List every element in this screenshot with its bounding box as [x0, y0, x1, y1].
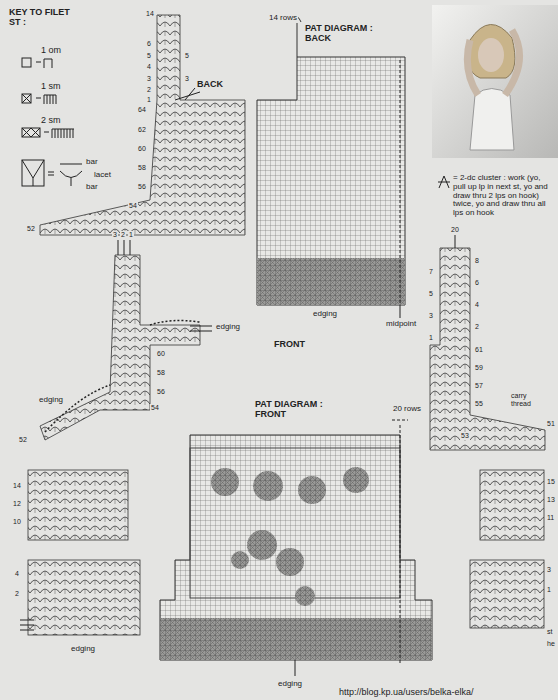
row-number: 61 — [474, 346, 484, 354]
row-count: 14 rows — [268, 14, 298, 23]
row-number: 7 — [428, 268, 434, 276]
edging-label: edging — [215, 323, 241, 332]
row-number: 10 — [12, 518, 22, 526]
row-number: 20 — [450, 226, 460, 234]
row-number: 64 — [137, 106, 147, 114]
row-number: 4 — [474, 301, 480, 309]
row-number: 2 — [474, 323, 480, 331]
row-number: 1 — [128, 231, 134, 239]
edging-label: edging — [312, 310, 338, 319]
row-number: 5 — [146, 52, 152, 60]
edging-label: edging — [38, 396, 64, 405]
row-number: 51 — [546, 420, 556, 428]
row-number: 53 — [460, 432, 470, 440]
midpoint-label: midpoint — [385, 320, 417, 329]
key-text: lacet — [93, 171, 112, 180]
row-number: 1 — [546, 586, 552, 594]
row-number: 3 — [546, 566, 552, 574]
row-number: 1 — [428, 334, 434, 342]
row-number: 55 — [474, 400, 484, 408]
note: he — [546, 640, 556, 648]
row-number: 54 — [150, 404, 160, 412]
row-number: 15 — [546, 478, 556, 486]
row-number: 4 — [14, 570, 20, 578]
watermark: http://blog.kp.ua/users/belka-elka/ — [338, 688, 475, 698]
row-number: 3 — [428, 312, 434, 320]
row-number: 56 — [137, 183, 147, 191]
row-number: 56 — [156, 388, 166, 396]
note: carry thread — [510, 392, 546, 407]
row-number: 5 — [184, 52, 190, 60]
row-number: 6 — [474, 279, 480, 287]
row-number: 59 — [474, 364, 484, 372]
edging-label: edging — [277, 680, 303, 689]
row-number: 4 — [146, 63, 152, 71]
row-number: 58 — [137, 164, 147, 172]
row-number: 2 — [146, 86, 152, 94]
edging-label: edging — [70, 645, 96, 654]
legend-text: 1 om — [40, 46, 62, 56]
row-number: 14 — [145, 10, 155, 18]
row-number: 3 — [184, 75, 190, 83]
section-label: FRONT — [273, 340, 306, 350]
row-number: 3 — [112, 231, 118, 239]
row-number: 6 — [146, 40, 152, 48]
row-number: 52 — [18, 436, 28, 444]
row-number: 52 — [26, 225, 36, 233]
legend-text: 2 sm — [40, 116, 62, 126]
note: st — [546, 628, 553, 636]
row-number: 2 — [120, 231, 126, 239]
key-text: bar — [85, 183, 99, 192]
row-number: 8 — [474, 257, 480, 265]
row-number: 62 — [137, 126, 147, 134]
row-number: 11 — [546, 514, 555, 522]
key-heading: KEY TO FILET ST : — [8, 8, 72, 28]
row-number: 13 — [546, 496, 556, 504]
row-number: 54 — [128, 202, 138, 210]
legend-text: 1 sm — [40, 82, 62, 92]
row-number: 5 — [428, 290, 434, 298]
row-number: 1 — [146, 96, 152, 104]
section-label: BACK — [196, 80, 224, 90]
row-number: 60 — [156, 350, 166, 358]
row-count: 20 rows — [392, 405, 422, 414]
diagram-title: PAT DIAGRAM : BACK — [304, 24, 378, 44]
row-number: 14 — [12, 482, 22, 490]
row-number: 58 — [156, 369, 166, 377]
row-number: 3 — [146, 75, 152, 83]
row-number: 57 — [474, 382, 484, 390]
row-number: 12 — [12, 500, 22, 508]
key-text: bar — [85, 158, 99, 167]
legend-text: = 2-dc cluster : work (yo, pull up lp in… — [452, 174, 554, 218]
row-number: 2 — [14, 590, 20, 598]
row-number: 60 — [137, 145, 147, 153]
diagram-title: PAT DIAGRAM : FRONT — [254, 400, 336, 420]
